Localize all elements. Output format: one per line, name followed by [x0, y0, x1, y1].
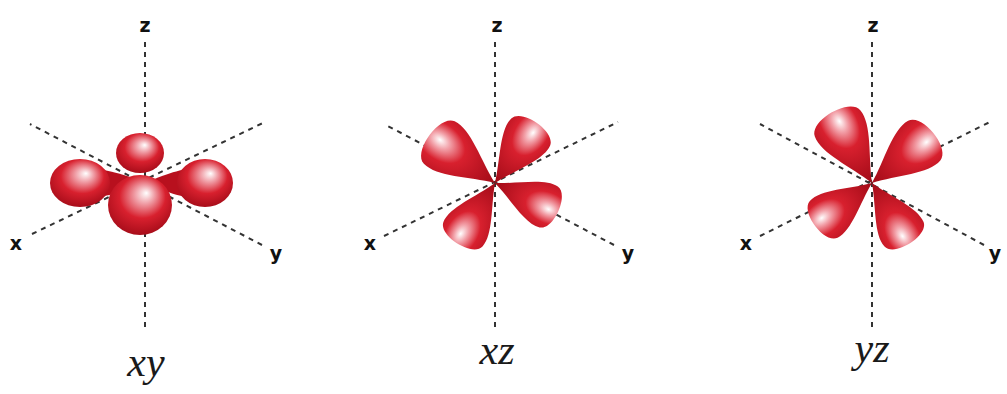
- axis-label: x: [10, 234, 22, 253]
- axis-label: x: [364, 234, 376, 253]
- dyz-orbital: [801, 99, 950, 255]
- axis-label: y: [270, 244, 282, 263]
- axis-label: y: [989, 244, 1001, 263]
- axis-label: z: [867, 16, 878, 35]
- orbital-label: xy: [127, 341, 164, 383]
- axis-lines: [30, 42, 990, 330]
- axis-label: z: [139, 16, 150, 35]
- axis-label: z: [491, 16, 502, 35]
- axis-label: x: [740, 234, 752, 253]
- dxy-orbital: [50, 133, 233, 235]
- dxz-orbital: [414, 109, 568, 256]
- axis-label: y: [622, 244, 634, 263]
- orbital-label: yz: [855, 327, 890, 369]
- orbital-label: xz: [480, 329, 515, 371]
